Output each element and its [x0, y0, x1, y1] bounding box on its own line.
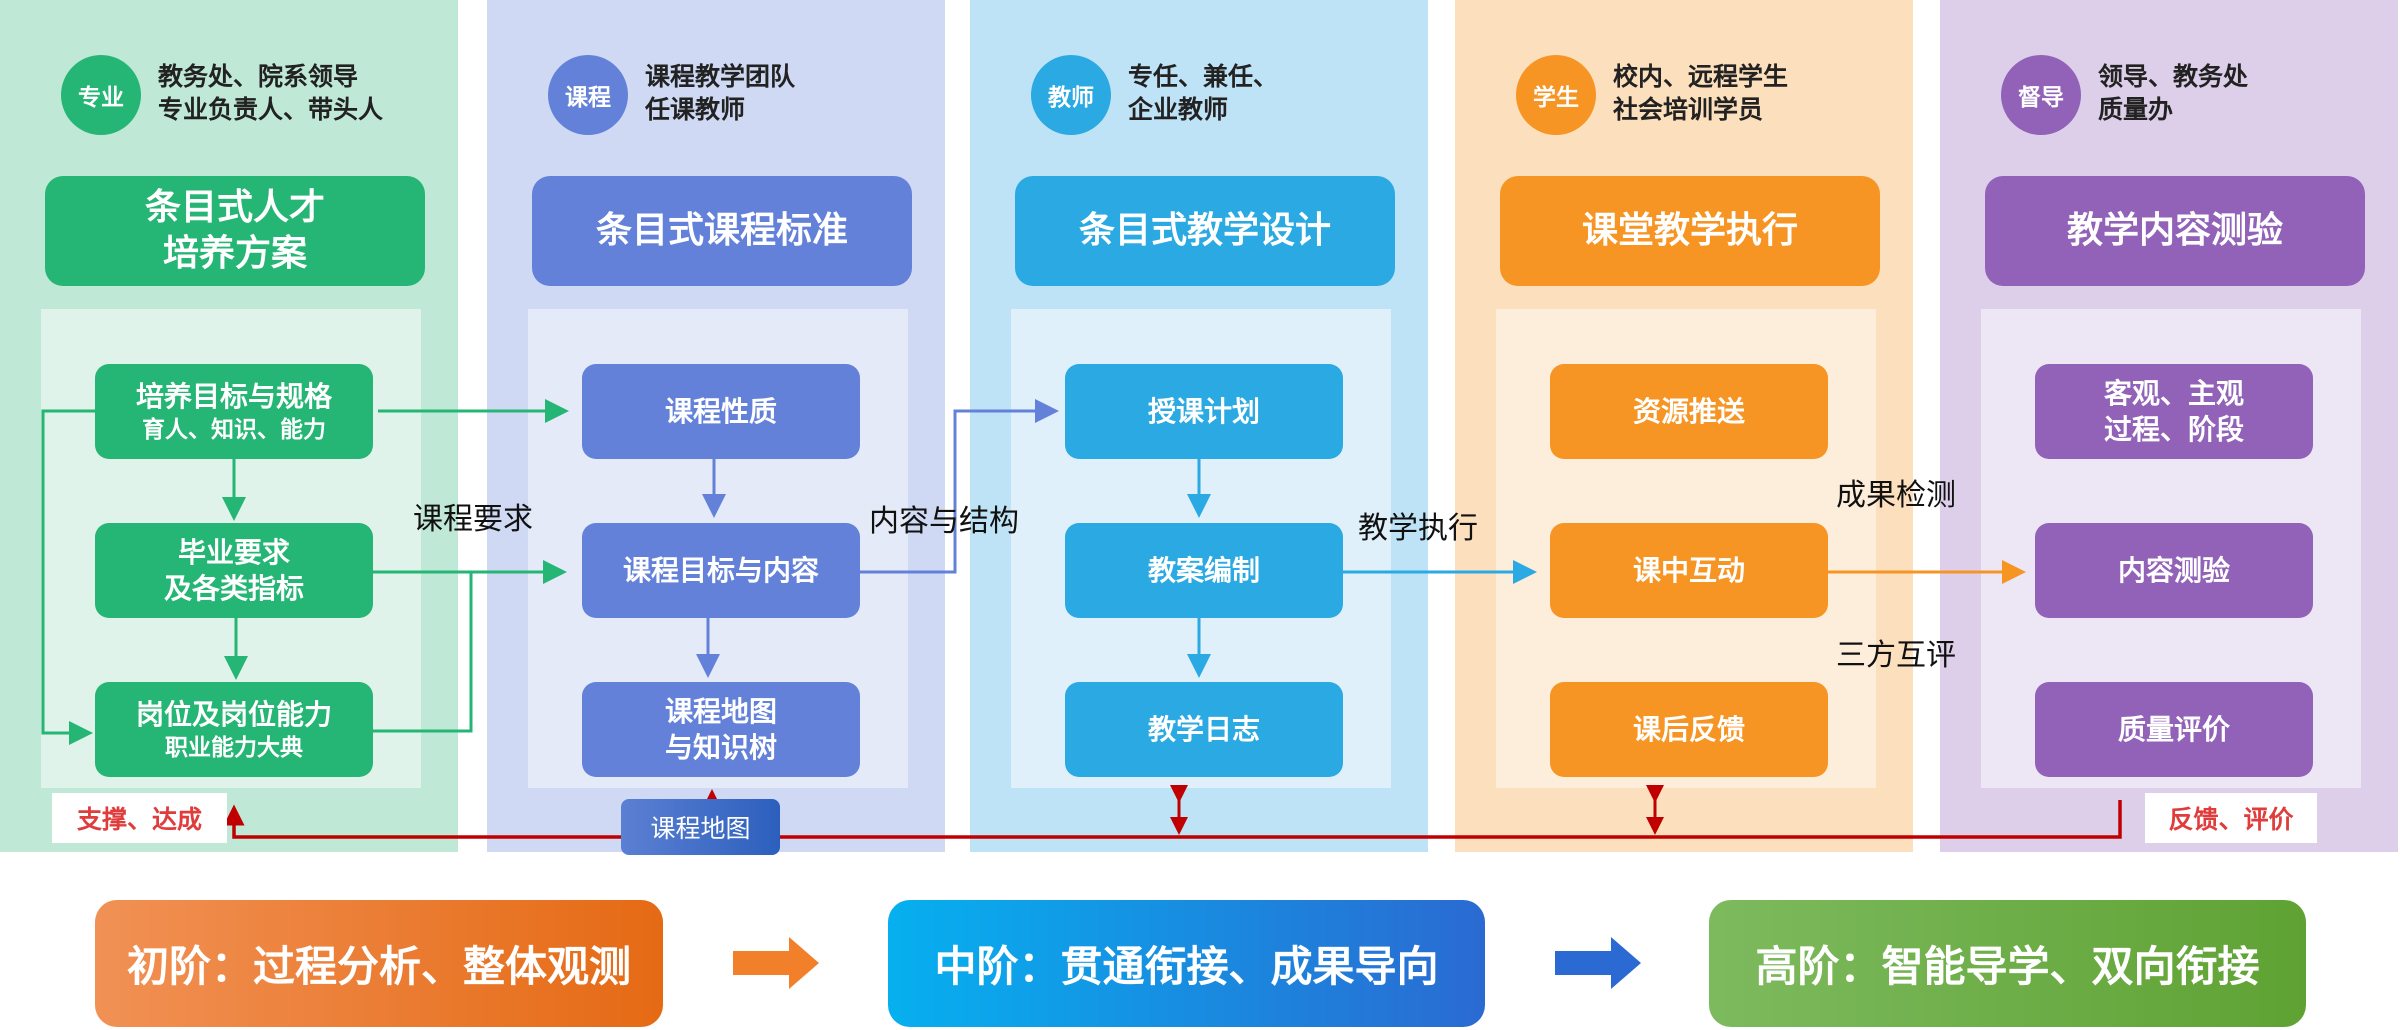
process-node[interactable]: 质量评价 — [2035, 682, 2313, 777]
column-header[interactable]: 条目式课程标准 — [532, 176, 912, 286]
role-description: 课程教学团队 任课教师 — [645, 62, 796, 124]
arrow-position-to-course-goal — [373, 572, 473, 733]
node-title: 毕业要求 — [177, 535, 290, 569]
column-course: 课程课程教学团队 任课教师条目式课程标准课程性质课程目标与内容课程地图与知识树 — [487, 0, 945, 852]
process-node[interactable]: 教案编制 — [1065, 523, 1343, 618]
column-header[interactable]: 条目式人才 培养方案 — [45, 176, 425, 286]
support-achieve-tag: 支撑、达成 — [52, 793, 227, 843]
node-title: 课中互动 — [1632, 553, 1745, 587]
column-header[interactable]: 条目式教学设计 — [1015, 176, 1395, 286]
process-node[interactable]: 毕业要求及各类指标 — [95, 523, 373, 618]
role-badge: 教师 — [1031, 55, 1111, 135]
role-description: 领导、教务处 质量办 — [2098, 62, 2249, 124]
column-header[interactable]: 课堂教学执行 — [1500, 176, 1880, 286]
process-node[interactable]: 课中互动 — [1550, 523, 1828, 618]
node-title: 课程性质 — [664, 394, 777, 428]
column-teacher: 教师专任、兼任、 企业教师条目式教学设计授课计划教案编制教学日志 — [970, 0, 1428, 852]
node-title: 教案编制 — [1147, 553, 1260, 587]
role-badge: 专业 — [61, 55, 141, 135]
process-node[interactable]: 教学日志 — [1065, 682, 1343, 777]
node-title: 课程地图 — [664, 694, 777, 728]
node-subtitle: 及各类指标 — [163, 571, 304, 605]
role-badge: 课程 — [548, 55, 628, 135]
role-description: 教务处、院系领导 专业负责人、带头人 — [158, 62, 384, 124]
process-node[interactable]: 授课计划 — [1065, 364, 1343, 459]
process-node[interactable]: 课程目标与内容 — [582, 523, 860, 618]
process-node[interactable]: 客观、主观过程、阶段 — [2035, 364, 2313, 459]
role-badge: 督导 — [2001, 55, 2081, 135]
stage-arrow-1-icon — [733, 937, 819, 989]
role-description: 专任、兼任、 企业教师 — [1128, 62, 1279, 124]
node-title: 质量评价 — [2117, 712, 2230, 746]
process-node[interactable]: 课程地图与知识树 — [582, 682, 860, 777]
column-header[interactable]: 教学内容测验 — [1985, 176, 2365, 286]
process-node[interactable]: 课后反馈 — [1550, 682, 1828, 777]
process-node[interactable]: 资源推送 — [1550, 364, 1828, 459]
process-node[interactable]: 内容测验 — [2035, 523, 2313, 618]
process-node[interactable]: 课程性质 — [582, 364, 860, 459]
label-outcome-testing: 成果检测 — [1836, 478, 1956, 513]
node-subtitle: 过程、阶段 — [2103, 412, 2244, 446]
column-student: 学生校内、远程学生 社会培训学员课堂教学执行资源推送课中互动课后反馈 — [1455, 0, 1913, 852]
stage-intermediate[interactable]: 中阶：贯通衔接、成果导向 — [888, 900, 1485, 1027]
course-map-tag[interactable]: 课程地图 — [621, 799, 780, 855]
node-title: 教学日志 — [1147, 712, 1260, 746]
node-subtitle: 育人、知识、能力 — [142, 416, 326, 443]
column-supervision: 督导领导、教务处 质量办教学内容测验客观、主观过程、阶段内容测验质量评价 — [1940, 0, 2398, 852]
column-major: 专业教务处、院系领导 专业负责人、带头人条目式人才 培养方案培养目标与规格育人、… — [0, 0, 458, 852]
node-title: 客观、主观 — [2103, 376, 2244, 410]
node-title: 课程目标与内容 — [622, 553, 819, 587]
arrow-goal-loop-to-position — [41, 409, 95, 745]
label-content-structure: 内容与结构 — [869, 504, 1019, 539]
label-three-party-review: 三方互评 — [1836, 638, 1956, 673]
feedback-line — [223, 800, 2122, 839]
node-title: 培养目标与规格 — [135, 379, 332, 413]
node-subtitle: 职业能力大典 — [165, 734, 303, 761]
process-node[interactable]: 培养目标与规格育人、知识、能力 — [95, 364, 373, 459]
node-title: 岗位及岗位能力 — [135, 697, 332, 731]
node-title: 资源推送 — [1632, 394, 1745, 428]
stage-advanced[interactable]: 高阶：智能导学、双向衔接 — [1709, 900, 2306, 1027]
feedback-evaluation-tag: 反馈、评价 — [2145, 793, 2317, 843]
node-subtitle: 与知识树 — [664, 730, 777, 764]
node-title: 内容测验 — [2117, 553, 2230, 587]
node-title: 授课计划 — [1147, 394, 1260, 428]
role-badge: 学生 — [1516, 55, 1596, 135]
stage-arrow-2-icon — [1555, 937, 1641, 989]
process-node[interactable]: 岗位及岗位能力职业能力大典 — [95, 682, 373, 777]
role-description: 校内、远程学生 社会培训学员 — [1613, 62, 1789, 124]
arrow-course-goal-to-teaching-plan — [848, 399, 1059, 574]
stage-beginner[interactable]: 初阶：过程分析、整体观测 — [95, 900, 663, 1027]
label-course-requirements: 课程要求 — [413, 502, 533, 537]
node-title: 课后反馈 — [1632, 712, 1745, 746]
label-teaching-execution: 教学执行 — [1358, 511, 1478, 546]
